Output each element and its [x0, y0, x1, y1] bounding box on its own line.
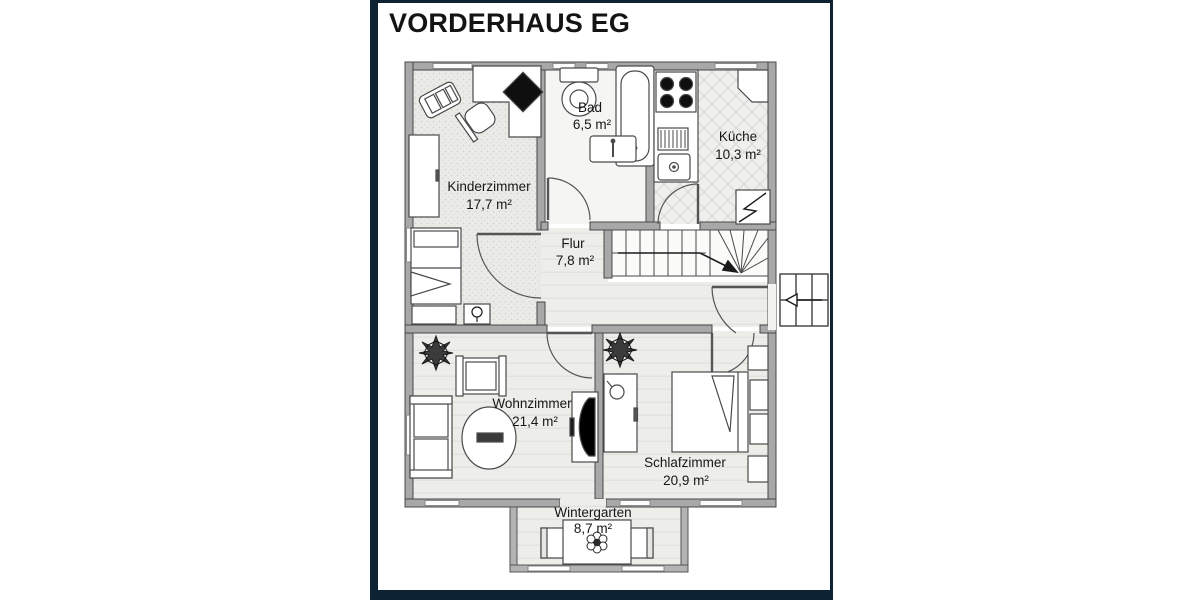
label-wohnzimmer: Wohnzimmer — [492, 396, 572, 411]
area-wohnzimmer: 21,4 m² — [512, 414, 558, 429]
label-wintergarten: Wintergarten — [554, 505, 631, 520]
fridge-icon — [735, 189, 771, 225]
lamp-table-icon — [463, 303, 491, 325]
toilet-icon — [559, 67, 599, 117]
entry-arrow — [784, 292, 822, 308]
label-kueche: Küche — [719, 129, 757, 144]
corner-unit-icon — [737, 69, 769, 103]
nightstand-icon — [747, 345, 769, 371]
kueche-furniture — [653, 69, 771, 225]
schlafzimmer-furniture — [602, 332, 769, 483]
door-kueche — [657, 183, 700, 225]
wintergarten-walls — [509, 506, 689, 573]
label-flur: Flur — [561, 236, 585, 251]
drainer-icon — [657, 127, 689, 151]
stairs-direction-arrow — [618, 252, 739, 274]
door-wohnzimmer — [546, 331, 593, 379]
nightstand-icon — [747, 455, 769, 483]
wardrobe-icon — [408, 134, 440, 218]
tv-board-icon — [569, 391, 599, 463]
desk-chair-icon — [454, 102, 496, 143]
door-kinderzimmer — [476, 232, 542, 299]
room-labels: Kinderzimmer 17,7 m² Bad 6,5 m² Küche 10… — [447, 100, 761, 536]
wintergarten-windows — [527, 565, 665, 572]
label-bad: Bad — [578, 100, 602, 115]
toy-car-icon — [418, 81, 462, 119]
bad-furniture — [559, 65, 655, 167]
windows — [406, 63, 758, 506]
armchair-icon — [455, 355, 507, 397]
area-schlafzimmer: 20,9 m² — [663, 473, 709, 488]
pillow-icon — [749, 413, 769, 445]
monitor-icon — [502, 71, 544, 113]
label-kinderzimmer: Kinderzimmer — [447, 179, 531, 194]
door-bad — [546, 177, 591, 221]
wintergarten-furniture — [540, 519, 654, 565]
area-bad: 6,5 m² — [573, 117, 612, 132]
label-schlafzimmer: Schlafzimmer — [644, 455, 726, 470]
area-kinderzimmer: 17,7 m² — [466, 197, 512, 212]
area-flur: 7,8 m² — [556, 253, 595, 268]
area-kueche: 10,3 m² — [715, 147, 761, 162]
bed-icon — [410, 227, 462, 305]
page-title: VORDERHAUS EG — [389, 8, 631, 38]
stove-icon — [655, 71, 697, 113]
wohnzimmer-furniture — [409, 335, 599, 479]
wardrobe-icon — [603, 373, 639, 453]
sink-icon — [589, 135, 637, 163]
nightstand-icon — [411, 305, 457, 325]
door-entrance — [711, 285, 768, 334]
pillow-icon — [749, 379, 769, 411]
wintergarten-opening — [560, 499, 606, 507]
area-wintergarten: 8,7 m² — [574, 521, 613, 536]
kinderzimmer-furniture — [408, 65, 544, 325]
flower-icon — [586, 531, 608, 554]
sofa-icon — [409, 395, 453, 479]
kitchen-sink-icon — [657, 153, 691, 181]
round-table-icon — [461, 406, 517, 470]
double-bed-icon — [671, 371, 749, 453]
entrance-opening — [768, 284, 776, 330]
